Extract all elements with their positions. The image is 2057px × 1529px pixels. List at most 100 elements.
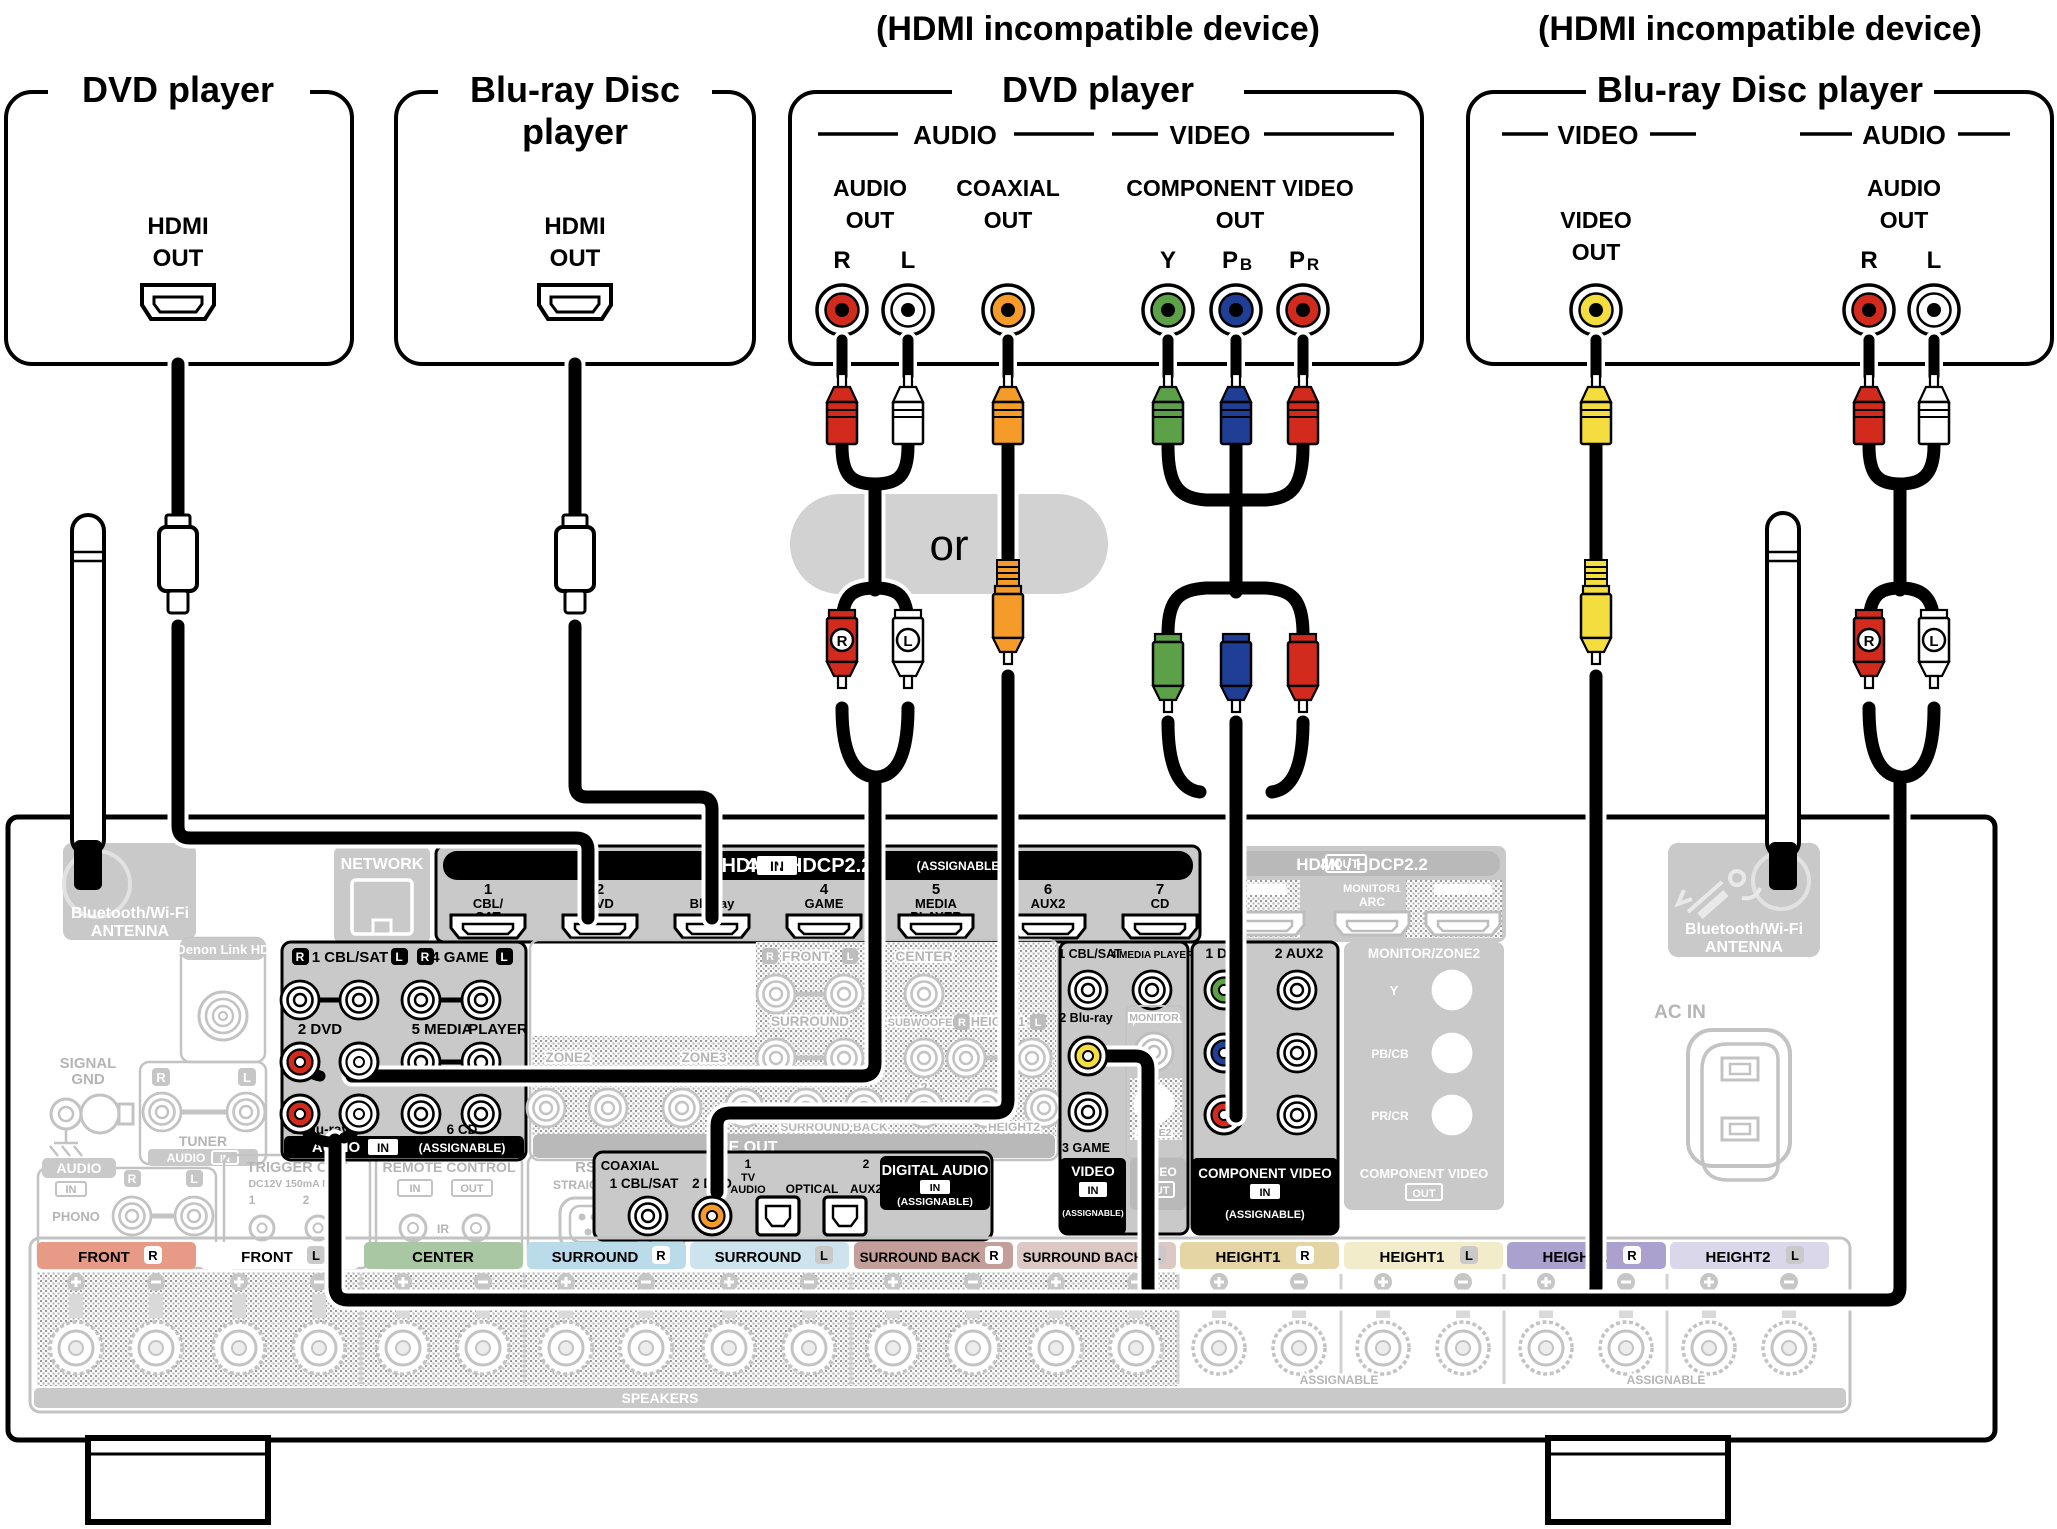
video-in-bar-assignable: (ASSIGNABLE) — [1062, 1208, 1124, 1218]
comp-plug-pb-up — [1219, 372, 1253, 446]
digital-audio-section: COAXIAL 1 CBL/SAT 2 DVD 1 TV AUDIO OPTIC… — [592, 1150, 994, 1242]
tuner-l: L — [243, 1070, 251, 1085]
dvd-analog-suptitle: (HDMI incompatible device) — [876, 10, 1320, 48]
cable-audio-dvd: R L — [294, 331, 925, 1087]
svg-text:CENTER: CENTER — [412, 1249, 474, 1266]
hdmi-port-5 — [897, 913, 975, 940]
svg-text:R: R — [1627, 1248, 1637, 1263]
video-in-monitor: MONITOR — [1129, 1012, 1179, 1024]
hdmi-out-monitor2: MONITOR2 — [1435, 884, 1490, 896]
dvd-analog-title: DVD player — [1002, 69, 1194, 110]
hdmi-in-spec: 4K / HDCP2.2 — [746, 855, 873, 877]
or-label: or — [929, 521, 968, 570]
svg-text:FRONT: FRONT — [241, 1249, 293, 1266]
device-box-dvd-analog: (HDMI incompatible device) DVD player AU… — [788, 10, 1424, 366]
denon-link-section: Denon Link HD — [176, 936, 270, 1064]
comp-out-y: Y — [1390, 983, 1399, 998]
video-in-c3: 2 Blu-ray — [1059, 1011, 1113, 1025]
video-plug-collar — [1584, 559, 1608, 587]
speaker-tag-surround-r: SURROUND R — [527, 1242, 686, 1269]
pre-out-front-l: L — [847, 951, 854, 963]
svg-text:FRONT: FRONT — [78, 1249, 130, 1266]
pre-out-h1-r: R — [958, 1017, 966, 1029]
comp-out-name: COMPONENT VIDEO — [1360, 1166, 1489, 1181]
speaker-tag-front-r: FRONT R — [37, 1242, 196, 1269]
dvd-out-label: OUT — [153, 245, 204, 272]
comp-out-out: OUT — [1412, 1188, 1436, 1200]
dvd-label-pb-sub: B — [1240, 255, 1252, 274]
audio-in-jack-game-r — [400, 979, 442, 1021]
bd-label-r: R — [1860, 247, 1877, 274]
pre-out-zone2: ZONE2 — [545, 1050, 590, 1065]
svg-text:R: R — [148, 1248, 158, 1263]
device-box-bluray-analog: (HDMI incompatible device) Blu-ray Disc … — [1466, 10, 2054, 366]
port6-num: 6 — [1044, 881, 1052, 898]
svg-text:HEIGHT1: HEIGHT1 — [1215, 1249, 1280, 1266]
dvd-hdmi-label: HDMI — [147, 213, 208, 240]
svg-text:L: L — [1465, 1248, 1473, 1263]
audio-in-bar-in: IN — [377, 1141, 389, 1155]
da-optical-jack-1 — [755, 1195, 801, 1237]
port4-num: 4 — [820, 881, 829, 898]
comp-out-pr: PR/CR — [1371, 1109, 1409, 1123]
hdmi-out-badge: OUT — [1333, 857, 1359, 871]
audio-in-jack-cblsat-l — [338, 979, 380, 1021]
da-bar: DIGITAL AUDIO — [882, 1163, 989, 1179]
dvd-jack-coaxial — [981, 283, 1035, 337]
dvd-comp-out-1: COMPONENT VIDEO — [1126, 175, 1353, 201]
hdmi-out-section: HDMI OUT 4K / HDCP2.2 ZONE2 MONITOR1 ARC… — [1228, 846, 1506, 942]
signal-gnd-label-1: SIGNAL — [60, 1055, 117, 1072]
antenna-rod-right — [1765, 511, 1801, 860]
coax-plug-up — [991, 372, 1025, 446]
phono-jack-l — [173, 1195, 215, 1237]
comp-in-aux2-y — [1276, 969, 1318, 1011]
video-in-jack-game — [1067, 1091, 1109, 1133]
pre-out-subwoofer: SUBWOOFER — [888, 1017, 961, 1029]
speaker-tag-front-l: FRONT L — [200, 1242, 359, 1269]
da-bar-in: IN — [930, 1182, 941, 1194]
da-aux2: AUX2 — [850, 1182, 882, 1196]
bd-analog-group-audio: AUDIO — [1862, 120, 1946, 150]
dvd-jack-comp-y — [1141, 283, 1195, 337]
bd-analog-suptitle: (HDMI incompatible device) — [1538, 10, 1982, 48]
comp-in-aux2-pb — [1276, 1032, 1318, 1074]
da-n2: 2 — [863, 1157, 870, 1171]
port5-name: MEDIA — [915, 896, 958, 911]
pre-out-center: CENTER — [895, 948, 953, 964]
antenna-socket-left — [74, 840, 102, 890]
audio-in-section: R 1 CBL/SAT L R 4 GAME L 2 DVD 5 MEDIA P… — [279, 940, 528, 1162]
antenna-screw-icon — [1674, 869, 1762, 919]
rca-plug-r-up — [825, 372, 859, 446]
audio-in-jack-cd-r — [400, 1093, 442, 1135]
bd-out-label: OUT — [550, 245, 601, 272]
audio-in-l1: L — [395, 950, 402, 964]
device-box-dvd-hdmi: DVD player HDMI OUT — [4, 64, 354, 366]
audio-in-row1b: 4 GAME — [431, 949, 489, 966]
device-box-bluray-hdmi: Blu-ray Disc player HDMI OUT — [394, 64, 756, 366]
audio-in-r: R — [296, 950, 305, 964]
antenna-socket-right — [1769, 842, 1797, 890]
bd-hdmi-out-port — [537, 283, 613, 321]
bd-jack-audio-l — [1907, 283, 1961, 337]
svg-text:R: R — [989, 1248, 999, 1263]
video-in-jack-media — [1131, 969, 1173, 1011]
phono-jack-r — [111, 1195, 153, 1237]
rca-plug-l-up — [891, 372, 925, 446]
bt-antenna-label-1: Bluetooth/Wi-Fi — [71, 905, 189, 922]
audio-in-jack-bluray-r — [279, 1093, 321, 1135]
da-coax-jack-1 — [627, 1195, 669, 1237]
remote-in: IN — [410, 1183, 421, 1195]
cable-hdmi-dvd — [157, 353, 599, 929]
signal-gnd-section: SIGNAL GND — [49, 1055, 135, 1157]
pre-out-front-r: R — [766, 951, 774, 963]
comp-out-label: MONITOR/ZONE2 — [1368, 946, 1480, 961]
da-tv: TV — [741, 1172, 756, 1184]
dvd-coax-out-1: COAXIAL — [956, 175, 1060, 201]
dvd-label-y: Y — [1160, 247, 1176, 274]
video-in-bar-in: IN — [1088, 1185, 1099, 1197]
hdmi-out-arc: ARC — [1359, 895, 1385, 909]
tuner-label: TUNER — [179, 1133, 227, 1149]
da-coax-jack-dvd — [691, 1195, 733, 1237]
audio-in-row1a: 1 CBL/SAT — [312, 949, 388, 966]
